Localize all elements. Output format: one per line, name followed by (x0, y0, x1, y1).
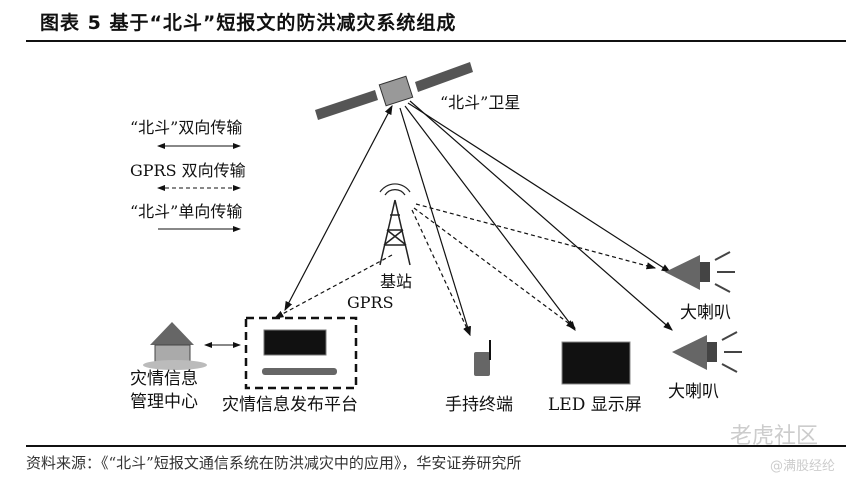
speaker-label-2: 大喇叭 (668, 382, 719, 402)
speaker-label-1: 大喇叭 (680, 303, 731, 323)
tower-label: 基站 (380, 272, 412, 291)
led-screen-icon (561, 341, 631, 385)
bottom-rule (26, 445, 846, 447)
source-note: 资料来源：《“北斗”短报文通信系统在防洪减灾中的应用》，华安证券研究所 (26, 454, 522, 472)
platform-device-icon (262, 368, 337, 375)
legend-gprs-bidirectional: GPRS 双向传输 (130, 161, 246, 180)
link-tower-handheld (411, 209, 471, 337)
satellite-label: “北斗”卫星 (440, 93, 520, 112)
legend-beidou-bidirectional: “北斗”双向传输 (130, 118, 242, 137)
figure-title: 图表 5 基于“北斗”短报文的防洪减灾系统组成 (40, 12, 457, 34)
link-satellite-led (404, 105, 576, 331)
link-satellite-speaker1 (407, 102, 672, 273)
platform-label: 灾情信息发布平台 (222, 395, 358, 415)
watermark-handle: @满股经纶 (770, 459, 836, 474)
watermark-logo: 老虎社区 (730, 424, 819, 449)
center-label-line2: 管理中心 (130, 392, 198, 412)
link-tower-led (413, 207, 576, 329)
top-rule (26, 40, 846, 42)
base-station-tower-icon (379, 183, 411, 266)
legend-beidou-unidirectional: “北斗”单向传输 (130, 202, 242, 221)
center-label-line1: 灾情信息 (130, 369, 198, 389)
link-tower-speaker (415, 203, 657, 270)
link-tower-platform (273, 254, 393, 319)
speaker-icon-1 (665, 251, 735, 293)
house-icon (143, 322, 207, 370)
link-satellite-speaker2 (409, 100, 673, 331)
link-satellite-handheld (399, 107, 471, 337)
speaker-icon-2 (672, 331, 742, 373)
platform-box (244, 316, 358, 390)
handheld-label: 手持终端 (445, 395, 513, 415)
platform-screen-icon (263, 329, 327, 356)
link-satellite-platform (284, 104, 393, 312)
handheld-terminal-icon (474, 340, 491, 376)
led-label: LED 显示屏 (548, 395, 642, 415)
gprs-label: GPRS (347, 293, 394, 312)
